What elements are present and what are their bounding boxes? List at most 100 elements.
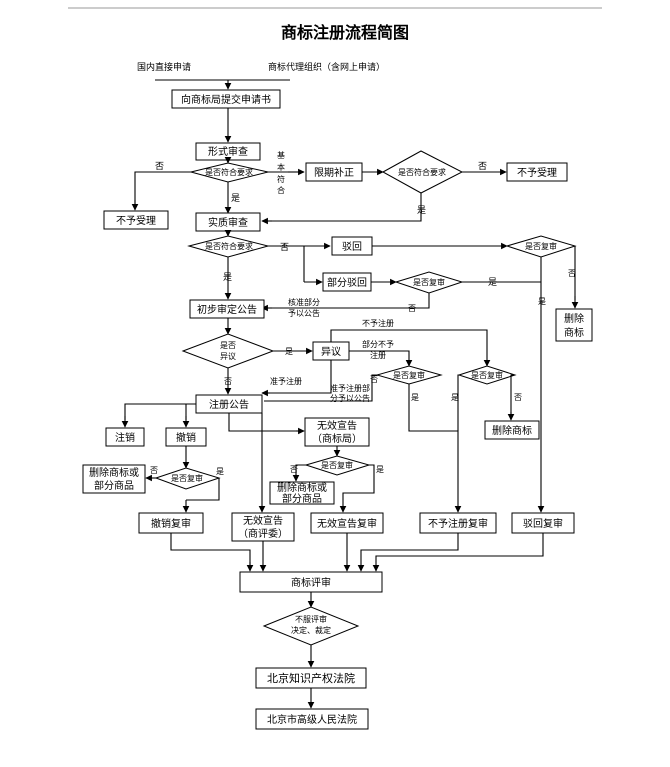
substantive-yes-text: 是 xyxy=(223,272,232,283)
preliminary-announcement-box xyxy=(189,299,265,319)
not-register-line xyxy=(330,329,488,364)
invalid-board-line2: （商评委） xyxy=(238,527,288,540)
submit-application-label: 向商标局提交申请书 xyxy=(181,93,271,106)
delete-partial-left-box xyxy=(82,464,146,494)
formal-review-label: 形式审查 xyxy=(208,145,248,158)
reject-correction-label: 不予受理 xyxy=(517,167,557,179)
partial-not-line xyxy=(349,350,410,364)
to-trab-line-4 xyxy=(360,533,459,562)
opp-review-decision-left-label: 是否复审 xyxy=(393,370,425,380)
formal-no-text: 否 xyxy=(155,161,164,172)
correction-decision-label: 是否符合要求 xyxy=(398,167,446,177)
submit-application-box xyxy=(171,89,281,109)
basic-char-4: 合 xyxy=(277,185,285,195)
partial-yes-text: 是 xyxy=(488,277,497,288)
partial-no-text: 否 xyxy=(408,304,416,313)
appeal-decision-line2: 决定、裁定 xyxy=(291,625,331,635)
revocation-review-decision-label: 是否复审 xyxy=(171,473,203,483)
basic-char-3: 符 xyxy=(277,174,285,184)
formal-no-line xyxy=(134,171,191,206)
opp-review-decision-left-diamond xyxy=(375,365,443,385)
delete-partial-left-line1: 删除商标或 xyxy=(89,466,139,479)
delete-trademark-right-line2: 商标 xyxy=(564,326,584,339)
substantive-no-text: 否 xyxy=(280,242,289,253)
approve-partial-line1: 准予注册部 xyxy=(330,383,370,393)
preliminary-announcement-label: 初步审定公告 xyxy=(197,303,257,316)
rejection-review-decision-label: 是否复审 xyxy=(525,241,557,251)
invalid-office-line xyxy=(228,413,300,432)
invalid-office-line1: 无效宣告 xyxy=(317,419,357,432)
invalid-office-line2: （商标局） xyxy=(312,432,362,445)
invalid-yes-text: 是 xyxy=(376,465,384,474)
source-domestic: 国内直接申请 xyxy=(137,61,191,73)
delete-partial-mid-line2: 部分商品 xyxy=(282,492,322,505)
delete-trademark-mid-box xyxy=(484,420,540,440)
reject-formal-label: 不予受理 xyxy=(116,215,156,227)
opposition-decision-line2: 异议 xyxy=(220,352,236,361)
reject-correction-box xyxy=(506,162,568,182)
opp-left-yes-text: 是 xyxy=(411,393,419,402)
reject-formal-box xyxy=(103,210,169,230)
opp-left-no-text: 否 xyxy=(370,375,378,384)
rejection-no-text: 否 xyxy=(568,269,576,278)
substantive-decision-label: 是否符合要求 xyxy=(205,241,253,251)
correction-no-text: 否 xyxy=(478,161,487,172)
partial-not-line2: 注册 xyxy=(370,350,386,360)
appeal-decision-line1: 不服评审 xyxy=(295,614,327,624)
approved-partial-line1: 核准部分 xyxy=(288,297,320,307)
delete-trademark-right-box xyxy=(555,308,593,342)
beijing-ip-court-label: 北京知识产权法院 xyxy=(267,671,355,685)
non-registration-review-label: 不予注册复审 xyxy=(428,517,488,530)
cancel-line xyxy=(124,403,196,420)
to-trab-line-5 xyxy=(375,533,544,562)
delete-partial-mid-box xyxy=(269,481,335,505)
opp-right-yes-line xyxy=(457,374,459,431)
invalid-no-line xyxy=(295,464,306,478)
opposition-label: 异议 xyxy=(321,346,341,358)
invalid-board-line1: 无效宣告 xyxy=(243,514,283,527)
invalid-no-text: 否 xyxy=(290,465,298,474)
delete-partial-mid-line1: 删除商标或 xyxy=(277,481,327,494)
to-trab-line-1 xyxy=(170,533,251,565)
correction-yes-line xyxy=(268,193,422,222)
revocation-yes-text: 是 xyxy=(216,467,224,476)
revocation-label: 撤销 xyxy=(176,431,196,444)
trab-label: 商标评审 xyxy=(291,576,331,589)
partial-not-line1: 部分不予 xyxy=(362,339,394,349)
invalid-review-label: 无效宣告复审 xyxy=(317,517,377,530)
basic-char-1: 基 xyxy=(277,150,285,160)
beijing-high-court-box xyxy=(255,708,369,730)
source-agency: 商标代理组织（含网上申请） xyxy=(268,61,385,73)
beijing-high-court-label: 北京市高级人民法院 xyxy=(267,713,357,726)
opp-right-yes-text: 是 xyxy=(451,393,459,402)
partial-no-line xyxy=(270,293,430,309)
opposition-decision-line1: 是否 xyxy=(220,341,236,350)
formal-yes-text: 是 xyxy=(231,193,240,204)
not-register-text: 不予注册 xyxy=(362,318,394,328)
page-title: 商标注册流程简图 xyxy=(281,23,409,42)
registration-announcement-label: 注册公告 xyxy=(209,398,249,411)
delete-partial-left-line2: 部分商品 xyxy=(94,479,134,492)
formal-decision-label: 是否符合要求 xyxy=(205,167,253,177)
opp-right-no-text: 否 xyxy=(514,393,522,402)
revocation-review-label: 撤销复审 xyxy=(151,517,191,530)
cancellation-label: 注销 xyxy=(115,431,135,444)
approve-partial-line xyxy=(264,374,377,402)
approve-partial-line2: 分予以公告 xyxy=(330,393,370,403)
invalid-review-decision-label: 是否复审 xyxy=(321,460,353,470)
cancellation-box xyxy=(105,427,145,447)
opposition-no-text: 否 xyxy=(224,377,232,386)
opp-right-no-line xyxy=(510,374,515,416)
opp-review-decision-right-label: 是否复审 xyxy=(471,370,503,380)
opp-left-yes-line xyxy=(408,384,459,500)
approved-partial-line2: 予以公告 xyxy=(288,308,320,318)
delete-trademark-mid-label: 删除商标 xyxy=(492,424,532,437)
rejection-yes-text: 是 xyxy=(538,297,546,306)
substantive-review-label: 实质审查 xyxy=(208,216,248,229)
revocation-yes-line xyxy=(186,478,220,501)
approve-register-text: 准予注册 xyxy=(270,376,302,386)
opposition-yes-text: 是 xyxy=(285,347,293,356)
opposition-decision-diamond xyxy=(181,333,275,369)
correction-label: 限期补正 xyxy=(314,166,354,179)
